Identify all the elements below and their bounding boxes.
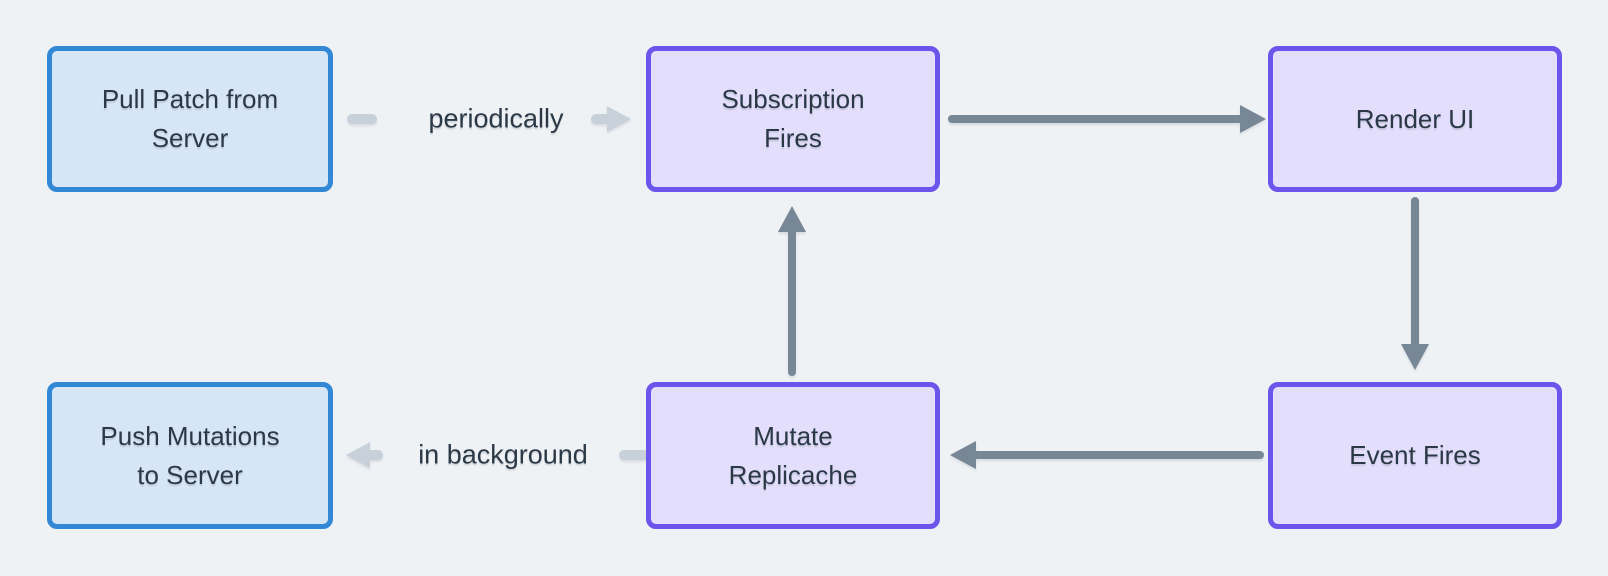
arrow-subscription-to-render-ui (948, 105, 1266, 133)
node-mutate-replicache: Mutate Replicache (646, 382, 940, 529)
edge-label-in-background: in background (418, 439, 588, 470)
node-push-mutations-to-server: Push Mutations to Server (47, 382, 333, 529)
node-subscription-fires: Subscription Fires (646, 46, 940, 192)
arrow-event-fires-to-mutate-replicache (950, 441, 1264, 469)
node-event-fires: Event Fires (1268, 382, 1562, 529)
arrow-mutate-replicache-to-subscription (778, 206, 806, 376)
node-pull-patch-from-server: Pull Patch from Server (47, 46, 333, 192)
edge-label-periodically: periodically (428, 103, 564, 134)
arrow-render-ui-to-event-fires (1401, 197, 1429, 370)
node-render-ui: Render UI (1268, 46, 1562, 192)
